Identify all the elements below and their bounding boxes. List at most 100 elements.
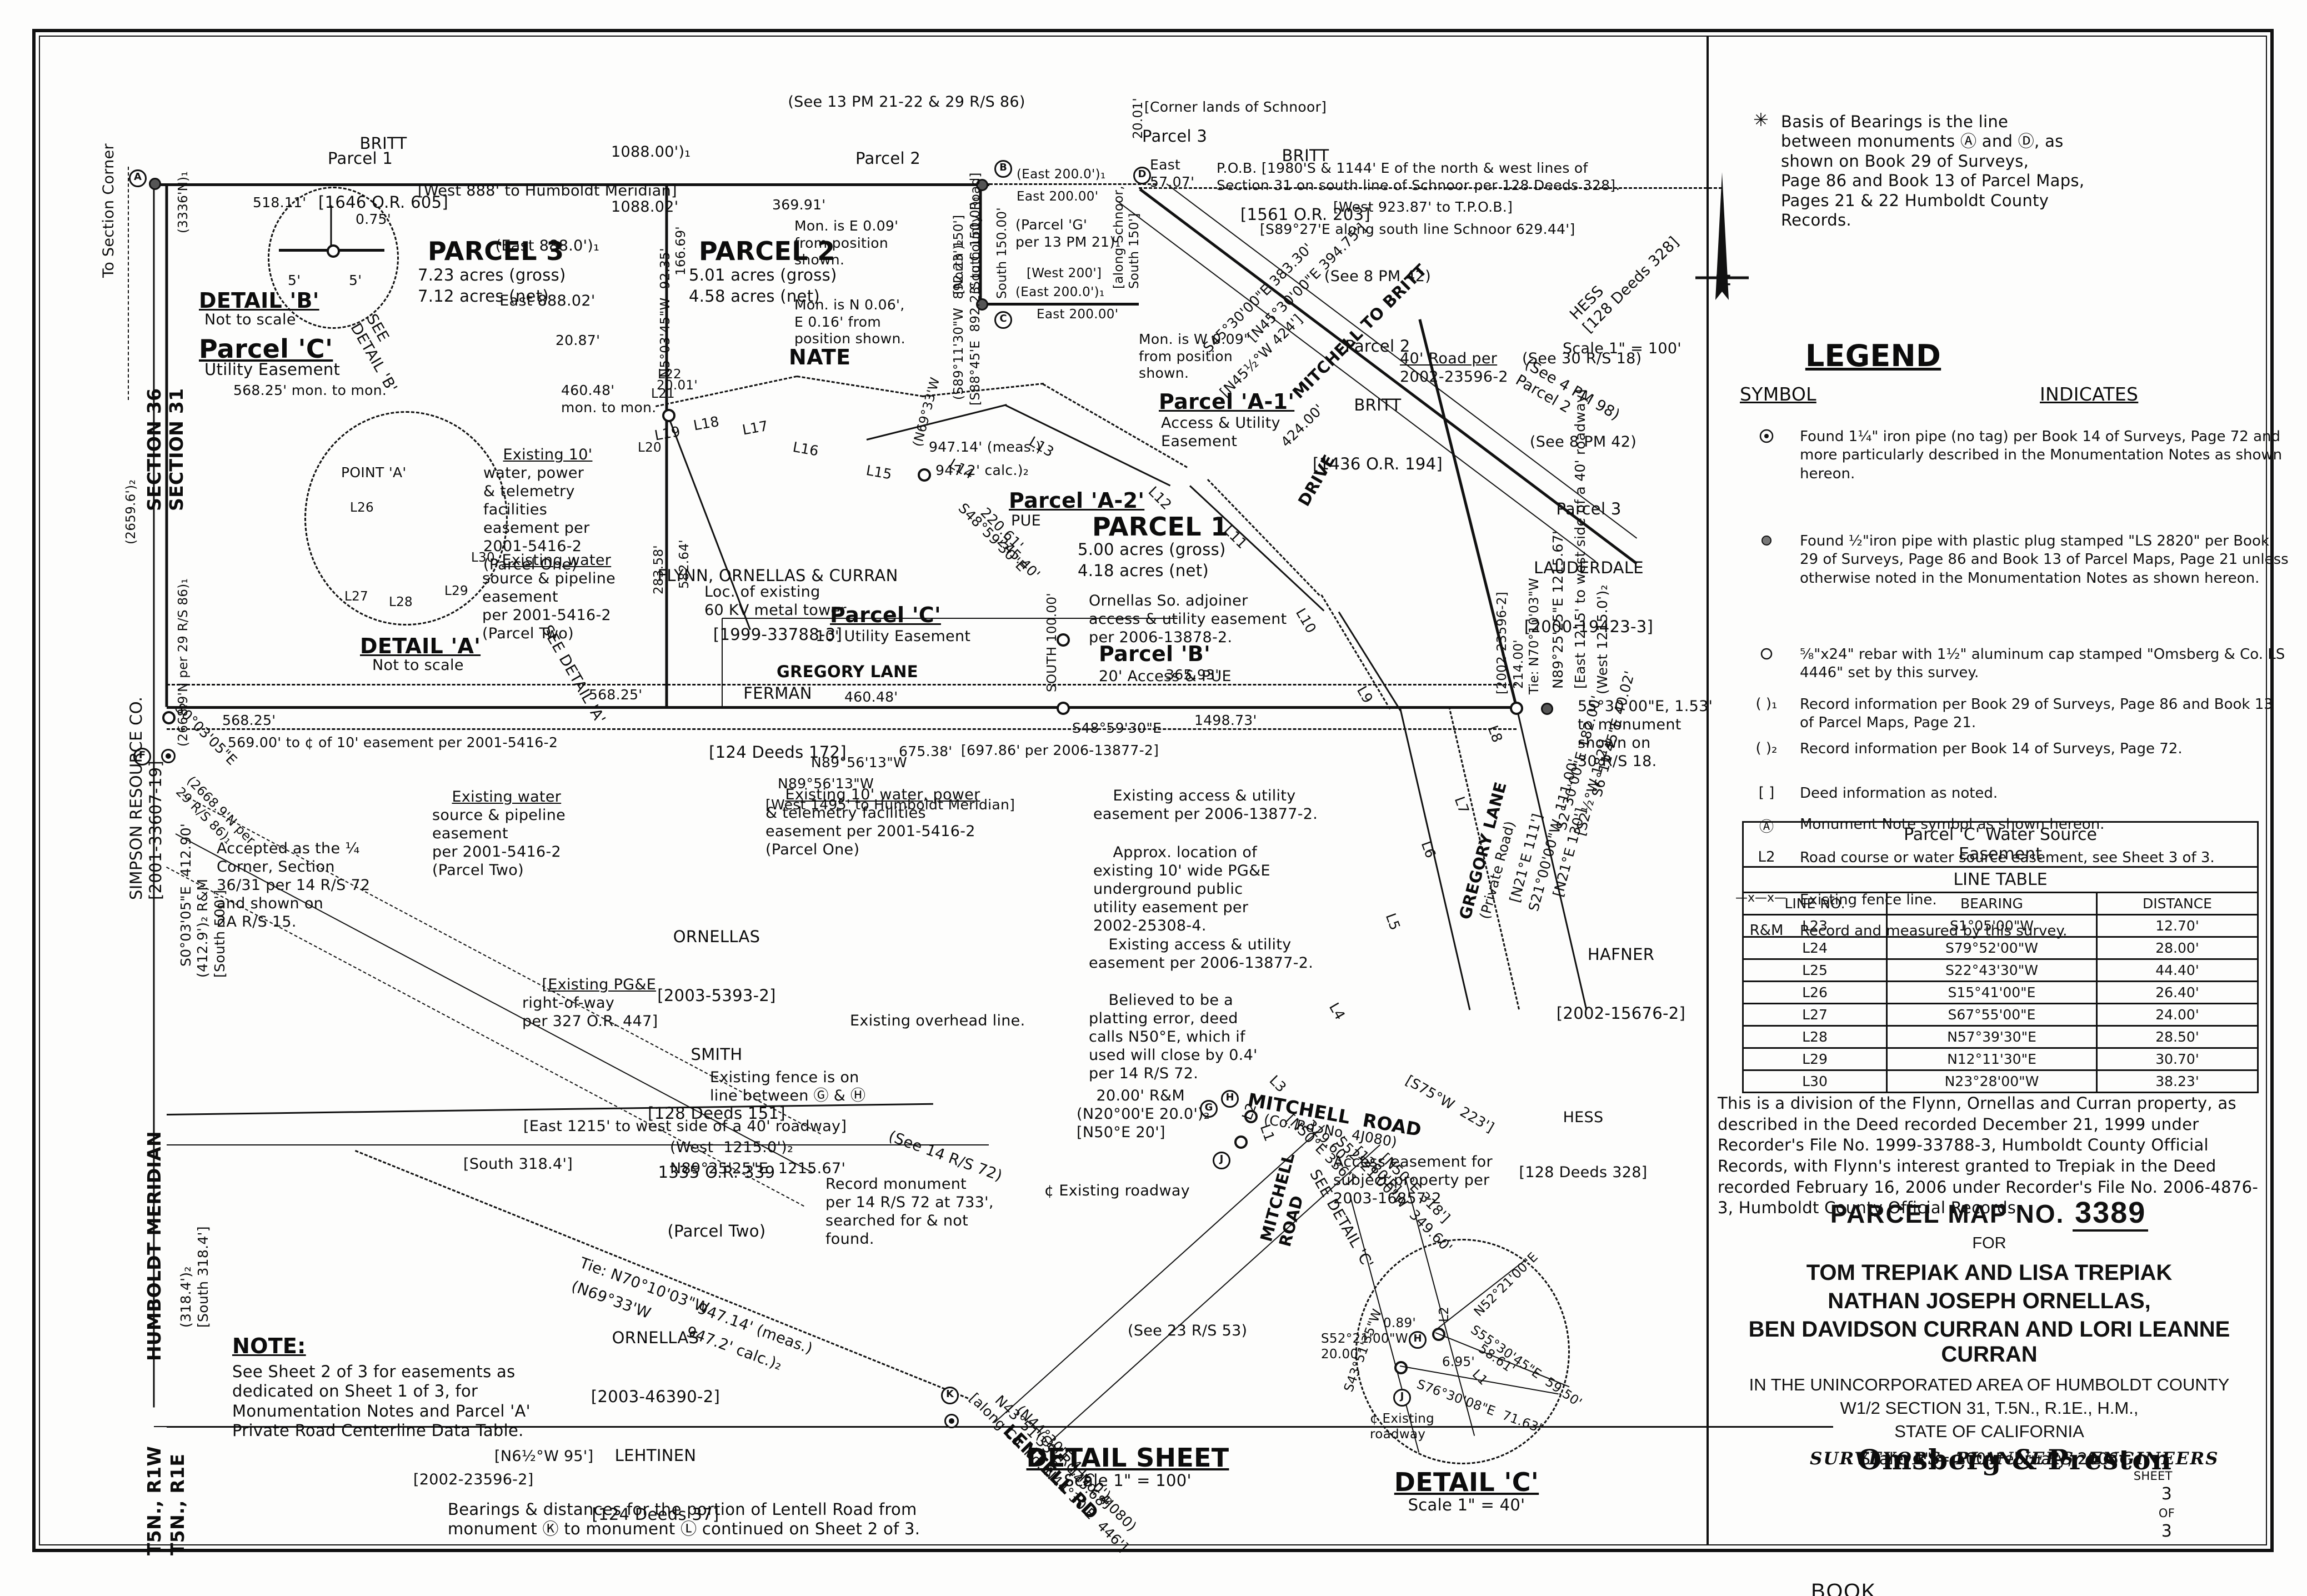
dim-n5-03-45: N5°03'45"W 92.35'	[658, 248, 673, 378]
legend-item-5: [ ] Deed information as noted.	[1733, 784, 2289, 803]
easement-A2-sub: PUE	[1011, 512, 1042, 529]
parcelC-easement-box-top	[722, 618, 1178, 619]
dim-1498-73: [697.86' per 2006-13877-2]	[961, 742, 1159, 758]
detail-b-circle	[268, 187, 399, 329]
quarter-corner-marker	[161, 749, 176, 763]
parcel2-south-line	[980, 303, 1139, 306]
dim-east-200-1: (East 200.0')₁	[1017, 167, 1106, 182]
legend-item-4-text: Record information per Book 14 of Survey…	[1800, 741, 2183, 757]
gregory-lane-south-edge	[167, 728, 1517, 730]
dim-24-79: 947.2' calc.)₂	[935, 462, 1029, 478]
callout-parcel-G: (Parcel 'G'per 13 PM 21)₁	[1015, 217, 1121, 250]
dim-238-87: [East 1215' to west side of a 40' roadwa…	[1572, 389, 1588, 689]
cell-bearing: N12°11'30"E	[1885, 1047, 2098, 1071]
legend-item-1: Found ½"iron pipe with plastic plug stam…	[1733, 532, 2289, 588]
callout-corner-schnoor: [Corner lands of Schnoor]	[1144, 99, 1327, 115]
paren-2-icon: ( )₂	[1755, 740, 1778, 757]
detail-c-pt-h	[1432, 1328, 1445, 1341]
dim-west-200: [West 200']	[1027, 266, 1102, 281]
adjoiner-parcel3-lauderdale: Parcel 3 LAUDERDALE [2000-19423-3]	[1524, 499, 1654, 636]
detail-a-title: DETAIL 'A'	[360, 634, 481, 658]
callout-west-923: [West 923.87' to T.P.O.B.]	[1333, 199, 1513, 215]
title-block-description: This is a division of the Flynn, Ornella…	[1718, 1094, 2259, 1218]
callout-see-13pm: (See 13 PM 21-22 & 29 R/S 86)	[788, 93, 1025, 111]
dim-733: [South 318.4']	[463, 1155, 573, 1173]
dim-n89-25-25: N89°25'25"E 1215.67'	[670, 1160, 846, 1177]
detail-c-title: DETAIL 'C'	[1394, 1467, 1539, 1497]
line-table-subtitle: LINE TABLE	[1742, 866, 2259, 893]
line-L20: L20	[638, 441, 662, 455]
dim-568-25-b: 568.25'	[589, 687, 643, 703]
dim-569-00-esmt: 568.25'	[222, 712, 276, 728]
dim-east-1215: [East 1215' to west side of a 40' roadwa…	[523, 1118, 847, 1135]
detail-b-title: DETAIL 'B'	[199, 288, 319, 313]
detail-c-scale: Scale 1" = 40'	[1408, 1495, 1525, 1514]
dim-369-91: 369.91'	[772, 197, 826, 213]
parcel-map-label: PARCEL MAP NO.	[1830, 1199, 2065, 1228]
line-table-col-1: BEARING	[1885, 892, 2098, 915]
legend-col-indicates: INDICATES	[2040, 383, 2139, 405]
filled-dot-icon	[1733, 532, 1800, 553]
dim-east-200-00b: East 200.00'	[1037, 307, 1119, 322]
callout-existing-overhead: Existing overhead line.	[850, 1012, 1025, 1029]
detail-a-L26: L26	[350, 501, 374, 515]
road-gregory-lane-1: GREGORY LANE	[777, 662, 918, 681]
owner-line-2: BEN DAVIDSON CURRAN AND LORI LEANNE CURR…	[1748, 1317, 2230, 1367]
callout-see-8pm42-a: (See 8 PM 42)	[1324, 268, 1432, 285]
label-parcel-2-north: Parcel 2	[855, 149, 921, 168]
gregory-lane-centerline	[167, 706, 1517, 709]
detail-a-L29: L29	[444, 584, 468, 598]
detail-c-circle	[1355, 1239, 1570, 1464]
dim-697-86: 675.38'	[899, 743, 953, 759]
dim-20-01-a: 20.01'	[657, 378, 698, 393]
label-section-36: SECTION 36	[143, 388, 165, 511]
cell-line-no: L23	[1742, 914, 1888, 938]
dim-east-1495: [West 1495' to Humboldt Meridian]	[765, 797, 1015, 813]
dim-460-48-b: 460.48'	[844, 689, 898, 705]
point-J-marker	[1234, 1135, 1248, 1149]
dim-568-25-mon: 568.25' mon. to mon.	[233, 382, 387, 398]
book-label: BOOK	[1811, 1580, 1877, 1596]
easement-parcelC-sub-2: 10' Utility Easement	[815, 628, 971, 645]
dim-175-27: (S89°11'30"W 892.23')₂	[952, 239, 966, 400]
parcel-1-name: PARCEL 1	[1092, 512, 1229, 542]
detail-b-dim-5b: 5'	[349, 272, 362, 288]
label-humboldt-meridian: HUMBOLDT MERIDIAN	[143, 1131, 165, 1361]
dim-along-schnoor: [along Schnoor,South 150']	[1112, 186, 1142, 289]
road-nate: NATE	[789, 345, 851, 369]
dim-s88-45: [2002-23596-2]	[413, 1471, 534, 1488]
cell-line-no: L27	[1742, 1003, 1888, 1027]
cell-bearing: S22°43'30"W	[1885, 958, 2098, 982]
cell-line-no: L30	[1742, 1069, 1888, 1093]
detail-b-dim-075: 0.75'	[356, 211, 392, 227]
detail-c-089: 0.89'	[1383, 1316, 1417, 1330]
legend-item-1-text: Found ½"iron pipe with plastic plug stam…	[1800, 533, 2289, 587]
monument-K: K	[941, 1387, 959, 1404]
dim-152-82: [S88°45'E 892.23' to County Road]	[968, 172, 983, 406]
north-boundary-dashed-east	[989, 183, 1156, 185]
detail-b-point	[327, 244, 340, 258]
right-panel-divider	[1707, 37, 1709, 1545]
dim-283-58: 283.58'	[652, 545, 666, 594]
detail-a-L28: L28	[389, 595, 413, 609]
adjoiner-hafner: HAFNER [2002-15676-2]	[1556, 944, 1686, 1023]
title-block: PARCEL MAP NO. 3389 FOR TOM TREPIAK AND …	[1714, 1195, 2264, 1468]
sheet-of: OF	[2158, 1507, 2175, 1520]
gregory-lane-north-edge	[167, 684, 1517, 686]
north-arrow: N	[1689, 167, 1755, 324]
detail-a-scale: Not to scale	[372, 657, 464, 674]
dim-1088-group: 1088.00')₁ 1088.02'	[611, 143, 691, 216]
dim-s6-30-97: (West 1215.0')₂	[1594, 584, 1610, 694]
dim-675-38: S48°59'30"E	[1072, 720, 1162, 736]
legend-item-3-text: Record information per Book 29 of Survey…	[1800, 696, 2273, 732]
